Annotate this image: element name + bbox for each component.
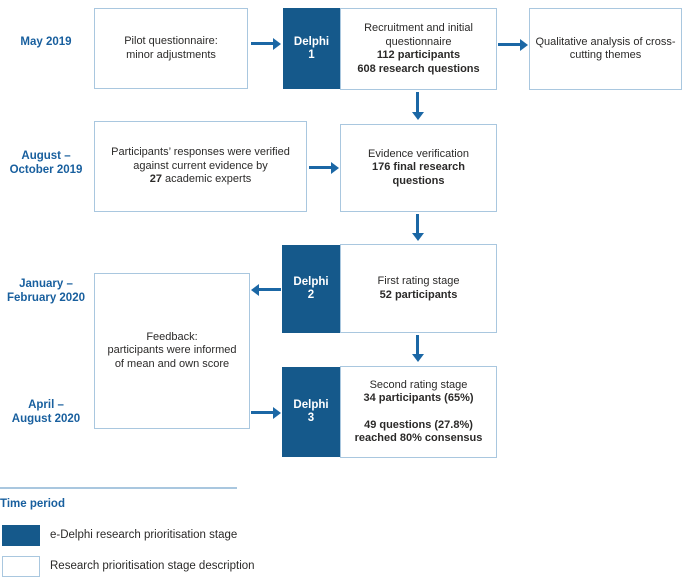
time-label-may-2019: May 2019	[0, 36, 92, 50]
arrow-pilot-to-delphi1	[251, 37, 281, 50]
delphi-label: Delphi	[293, 35, 330, 48]
arrow-delphi2-to-feedback	[251, 283, 281, 296]
verification-box: Participants’ responses were verified ag…	[94, 121, 307, 212]
delphi1-stage-box: Delphi 1	[283, 8, 340, 89]
box-text-line: First rating stage	[377, 275, 460, 287]
time-label-line: August –	[21, 150, 71, 162]
time-label-line: May 2019	[20, 36, 72, 48]
box-text-line: Second rating stage	[369, 378, 468, 391]
delphi-number: 2	[307, 289, 315, 301]
box-text-line: 49 questions (27.8%)	[364, 418, 473, 431]
time-label-aug-oct-2019: August – October 2019	[0, 150, 92, 177]
time-label-jan-feb-2020: January – February 2020	[0, 278, 92, 305]
box-text-line: reached 80% consensus	[354, 432, 483, 444]
box-text-line: of mean and own score	[114, 357, 230, 370]
box-text-fragment: academic experts	[161, 173, 252, 186]
pilot-questionnaire-box: Pilot questionnaire: minor adjustments	[94, 8, 248, 89]
first-rating-box: First rating stage 52 participants	[340, 244, 497, 333]
feedback-box: Feedback: participants were informed of …	[94, 273, 250, 429]
box-text-line: against current evidence by	[133, 159, 268, 172]
time-label-line: October 2019	[9, 163, 83, 176]
legend-label-delphi-stage: e-Delphi research prioritisation stage	[50, 529, 238, 541]
arrow-recruitment-to-qualitative	[498, 38, 528, 51]
arrow-verification-to-evidence	[309, 161, 339, 174]
delphi-label: Delphi	[293, 399, 329, 411]
delphi2-stage-box: Delphi 2	[282, 245, 340, 333]
arrow-recruitment-down	[411, 92, 424, 120]
legend-divider	[0, 487, 237, 489]
box-text-line: minor adjustments	[126, 48, 216, 61]
delphi-number: 3	[307, 412, 315, 424]
box-text-line: 176 final research	[372, 161, 465, 174]
arrow-evidence-down	[411, 214, 424, 241]
box-text-line: 27 academic experts	[150, 173, 252, 187]
time-label-line: January –	[19, 278, 73, 290]
legend-heading: Time period	[0, 498, 65, 510]
time-label-line: February 2020	[7, 291, 85, 304]
box-text-line: 34 participants (65%)	[363, 392, 474, 404]
arrow-first-rating-down	[411, 335, 424, 362]
qualitative-analysis-box: Qualitative analysis of cross- cutting t…	[529, 8, 682, 90]
legend-label-description: Research prioritisation stage descriptio…	[50, 560, 255, 572]
box-text-line: 112 participants	[376, 49, 461, 61]
recruitment-box: Recruitment and initial questionnaire 11…	[340, 8, 497, 90]
box-text-line: Qualitative analysis of cross-	[535, 35, 676, 48]
box-text-line: questionnaire	[385, 35, 452, 48]
box-text-line: Participants’ responses were verified	[111, 146, 290, 159]
delphi-label: Delphi	[293, 276, 329, 288]
experts-count: 27	[149, 173, 162, 186]
second-rating-box: Second rating stage 34 participants (65%…	[340, 366, 497, 458]
box-text-line: questions	[392, 174, 445, 187]
delphi-number: 1	[308, 48, 315, 61]
box-text-line: Pilot questionnaire:	[124, 35, 218, 47]
time-label-apr-aug-2020: April – August 2020	[0, 399, 92, 426]
box-text-line: 52 participants	[379, 288, 458, 301]
box-text-line: cutting themes	[569, 49, 642, 61]
arrow-feedback-to-delphi3	[251, 406, 281, 419]
legend-swatch-delphi-stage	[2, 525, 40, 546]
evidence-verification-box: Evidence verification 176 final research…	[340, 124, 497, 212]
time-label-line: April –	[28, 399, 64, 411]
box-text-line: 608 research questions	[357, 62, 480, 75]
time-label-line: August 2020	[11, 412, 81, 425]
delphi3-stage-box: Delphi 3	[282, 367, 340, 457]
box-text-line: Feedback:	[146, 330, 198, 343]
box-text-line: participants were informed	[107, 344, 237, 357]
legend-swatch-description	[2, 556, 40, 577]
box-text-line: Evidence verification	[368, 147, 469, 160]
box-text-line: Recruitment and initial	[364, 22, 473, 34]
